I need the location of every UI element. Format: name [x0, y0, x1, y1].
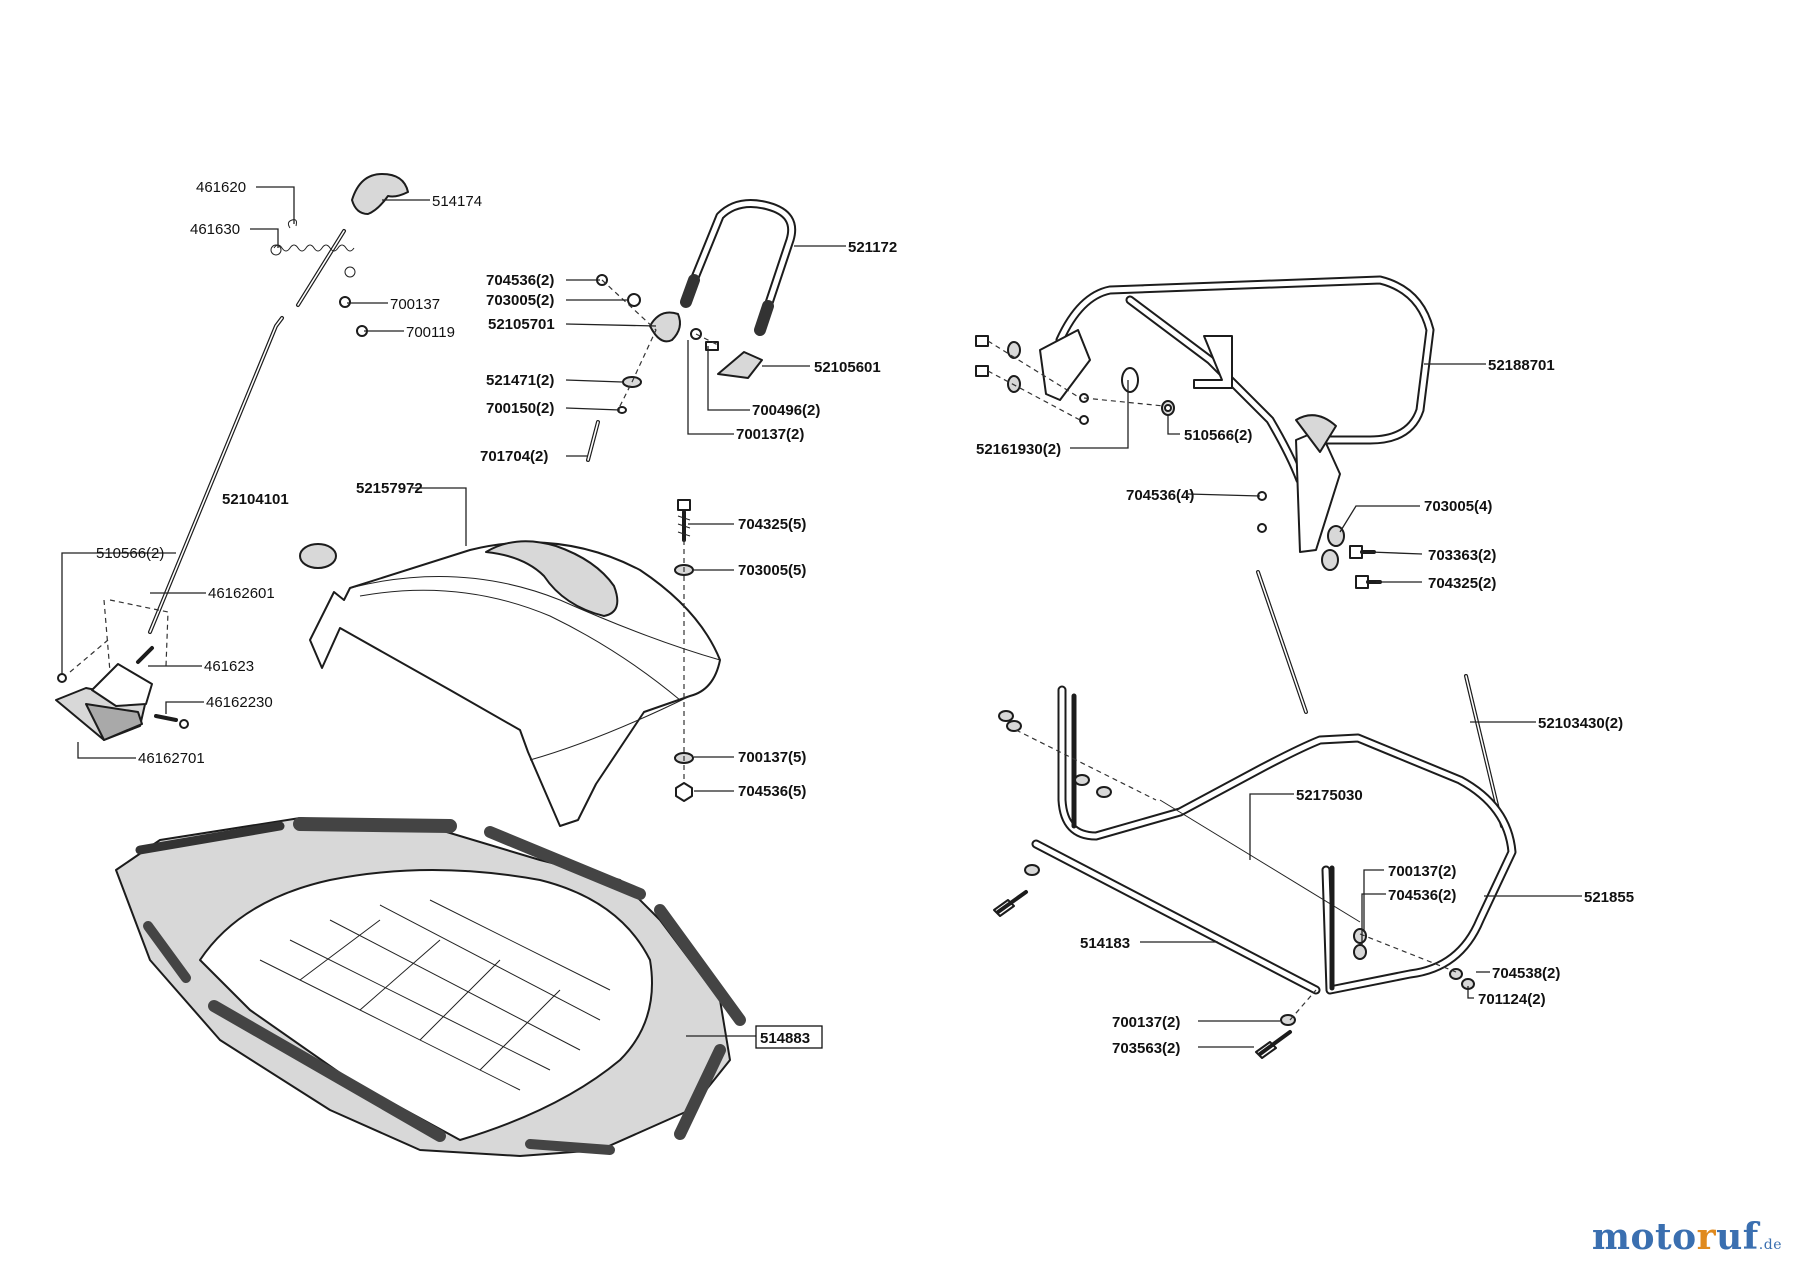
- label-700150-2: 700150(2): [486, 400, 554, 417]
- label-700496-2: 700496(2): [752, 402, 820, 419]
- lever-knob: [351, 173, 409, 215]
- label-700137-5: 700137(5): [738, 749, 806, 766]
- label-703005-5: 703005(5): [738, 562, 806, 579]
- label-52103430-2: 52103430(2): [1538, 715, 1623, 732]
- label-701124-2: 701124(2): [1478, 991, 1546, 1008]
- grass-bag: [115, 817, 746, 1157]
- label-510566-2: 510566(2): [96, 545, 164, 562]
- label-704325-2: 704325(2): [1428, 575, 1496, 592]
- label-461623: 461623: [204, 658, 254, 675]
- label-704536-2a: 704536(2): [486, 272, 554, 289]
- label-514883-box: [755, 1025, 823, 1049]
- handle-bar: [689, 199, 797, 311]
- watermark-suffix: .de: [1758, 1237, 1782, 1253]
- label-514183: 514183: [1080, 935, 1130, 952]
- label-521172: 521172: [848, 239, 897, 256]
- label-510566-2b: 510566(2): [1184, 427, 1252, 444]
- label-704536-2b: 704536(2): [1388, 887, 1456, 904]
- label-704536-5: 704536(5): [738, 783, 806, 800]
- label-521471-2: 521471(2): [486, 372, 554, 389]
- label-514883: 514883: [760, 1030, 810, 1047]
- label-704536-4: 704536(4): [1126, 487, 1194, 504]
- label-700137: 700137: [390, 296, 440, 313]
- label-46162230: 46162230: [206, 694, 273, 711]
- handle-hinge-assembly: [586, 199, 797, 462]
- label-703563-2: 703563(2): [1112, 1040, 1180, 1057]
- label-703363-2: 703363(2): [1428, 547, 1496, 564]
- upper-handle-frame: [975, 275, 1435, 589]
- spring: [273, 244, 355, 252]
- label-704325-5: 704325(5): [738, 516, 806, 533]
- watermark-logo: motoruf.de: [1592, 1216, 1782, 1258]
- label-46162701: 46162701: [138, 750, 205, 767]
- watermark-part1: moto: [1591, 1216, 1697, 1258]
- label-521855: 521855: [1584, 889, 1634, 906]
- label-700137-2c: 700137(2): [1112, 1014, 1180, 1031]
- label-52161930-2: 52161930(2): [976, 441, 1061, 458]
- label-52188701: 52188701: [1488, 357, 1555, 374]
- label-46162601: 46162601: [208, 585, 275, 602]
- lever-assembly: [55, 173, 409, 741]
- connecting-rods: [1256, 570, 1504, 828]
- cover-fasteners: [674, 499, 694, 802]
- part-labels: 461620 461630 514174 700137 700119 51056…: [96, 179, 1634, 1057]
- label-52104101: 52104101: [222, 491, 289, 508]
- label-700137-2a: 700137(2): [736, 426, 804, 443]
- grass-catcher-cover: [299, 540, 721, 827]
- lower-frame: [993, 685, 1517, 1059]
- leader-lines: [61, 186, 1582, 1048]
- label-461620: 461620: [196, 179, 246, 196]
- label-700137-2b: 700137(2): [1388, 863, 1456, 880]
- label-514174: 514174: [432, 193, 482, 210]
- label-52157972: 52157972: [356, 480, 423, 497]
- label-700119: 700119: [406, 324, 455, 341]
- label-703005-4: 703005(4): [1424, 498, 1492, 515]
- label-703005-2: 703005(2): [486, 292, 554, 309]
- watermark-part3: uf: [1716, 1216, 1759, 1258]
- label-461630: 461630: [190, 221, 240, 238]
- label-52175030: 52175030: [1296, 787, 1363, 804]
- clip: [299, 543, 337, 569]
- label-52105601: 52105601: [814, 359, 881, 376]
- label-52105701: 52105701: [488, 316, 555, 333]
- watermark-part2: r: [1696, 1216, 1717, 1258]
- label-701704-2: 701704(2): [480, 448, 548, 465]
- label-704538-2: 704538(2): [1492, 965, 1560, 982]
